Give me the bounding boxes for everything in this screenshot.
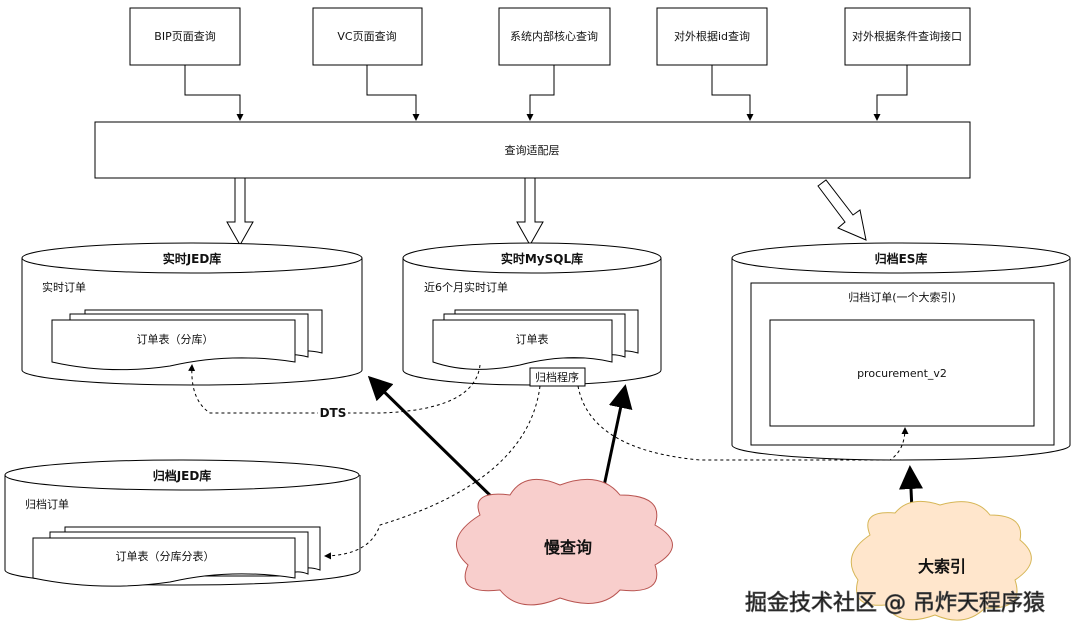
query-adapter-layer: 查询适配层 bbox=[94, 121, 971, 179]
svg-text:对外根据条件查询接口: 对外根据条件查询接口 bbox=[852, 29, 962, 43]
slow-query-cloud: 慢查询 bbox=[456, 478, 673, 606]
source-internal: 系统内部核心查询 bbox=[498, 7, 611, 66]
source-arrows bbox=[184, 65, 908, 121]
svg-text:实时MySQL库: 实时MySQL库 bbox=[501, 251, 583, 266]
svg-text:归档订单(一个大索引): 归档订单(一个大索引) bbox=[848, 290, 956, 304]
svg-text:订单表（分库分表）: 订单表（分库分表） bbox=[116, 549, 215, 563]
svg-text:系统内部核心查询: 系统内部核心查询 bbox=[510, 29, 598, 43]
svg-text:订单表: 订单表 bbox=[516, 332, 549, 346]
svg-text:大索引: 大索引 bbox=[918, 557, 966, 576]
source-vc: VC页面查询 bbox=[312, 7, 423, 66]
svg-text:实时JED库: 实时JED库 bbox=[163, 251, 222, 266]
svg-text:归档JED库: 归档JED库 bbox=[153, 468, 212, 483]
table-stack bbox=[51, 309, 323, 371]
svg-text:慢查询: 慢查询 bbox=[544, 538, 592, 557]
svg-text:订单表（分库）: 订单表（分库） bbox=[137, 332, 214, 346]
svg-text:实时订单: 实时订单 bbox=[42, 280, 86, 294]
data-sync-links bbox=[188, 364, 909, 560]
svg-text:归档订单: 归档订单 bbox=[25, 497, 69, 511]
source-bip: BIP页面查询 bbox=[129, 7, 241, 66]
svg-text:VC页面查询: VC页面查询 bbox=[337, 29, 396, 43]
realtime-mysql-db: 实时MySQL库 近6个月实时订单 订单表 归档程序 bbox=[402, 242, 662, 387]
block-arrows bbox=[226, 177, 867, 247]
svg-text:归档程序: 归档程序 bbox=[535, 370, 579, 384]
source-by-condition: 对外根据条件查询接口 bbox=[844, 7, 971, 66]
svg-text:对外根据id查询: 对外根据id查询 bbox=[674, 29, 750, 43]
svg-text:归档ES库: 归档ES库 bbox=[875, 251, 928, 266]
svg-text:BIP页面查询: BIP页面查询 bbox=[154, 29, 215, 43]
archive-es-db: 归档ES库 归档订单(一个大索引) procurement_v2 bbox=[731, 242, 1071, 461]
archive-program: 归档程序 bbox=[529, 367, 586, 387]
svg-text:查询适配层: 查询适配层 bbox=[505, 143, 560, 157]
dts-label: DTS bbox=[320, 406, 347, 420]
svg-text:近6个月实时订单: 近6个月实时订单 bbox=[424, 280, 508, 294]
realtime-jed-db: 实时JED库 实时订单 订单表（分库） bbox=[21, 242, 363, 386]
source-by-id: 对外根据id查询 bbox=[656, 7, 768, 66]
svg-text:procurement_v2: procurement_v2 bbox=[857, 367, 947, 380]
big-index-cloud: 大索引 bbox=[850, 500, 1032, 621]
watermark: 掘金技术社区 @ 吊炸天程序猿 bbox=[745, 591, 1045, 616]
archive-jed-db: 归档JED库 归档订单 订单表（分库分表） bbox=[4, 459, 361, 587]
